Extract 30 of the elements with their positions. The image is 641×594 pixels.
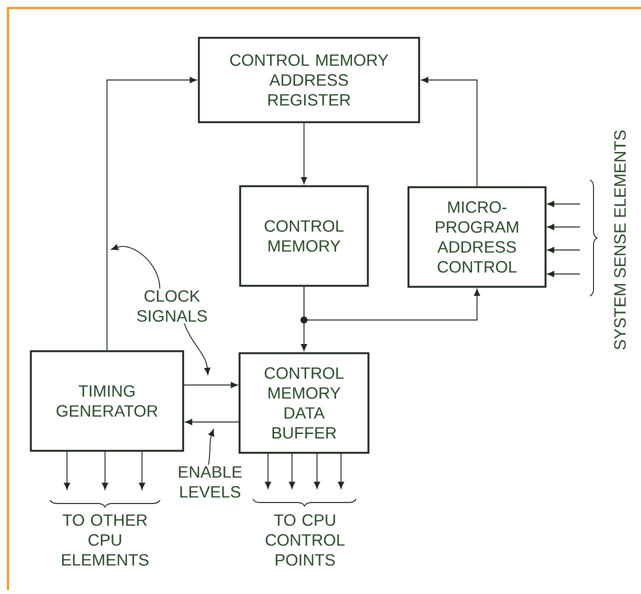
arrow xyxy=(184,382,238,388)
arrow xyxy=(338,452,344,489)
output-label: TO OTHER CPU ELEMENTS xyxy=(62,514,148,566)
block-box: CONTROL MEMORY ADDRESS REGISTER xyxy=(198,36,420,124)
arrow xyxy=(264,452,272,489)
block-box: TIMING GENERATOR xyxy=(30,350,184,452)
signal-label: ENABLE LEVELS xyxy=(178,466,242,498)
arrow xyxy=(288,452,296,489)
arrow xyxy=(314,452,320,489)
arrow xyxy=(304,286,480,320)
arrow xyxy=(300,122,308,184)
leader-line xyxy=(184,322,210,375)
block-box: CONTROL MEMORY xyxy=(239,185,369,287)
arrow xyxy=(547,270,580,278)
arrow xyxy=(547,224,580,230)
side-label: SYSTEM SENSE ELEMENTS xyxy=(614,130,626,350)
arrow xyxy=(547,200,580,208)
arrow xyxy=(185,418,240,426)
signal-label: CLOCK SIGNALS xyxy=(137,290,207,322)
arrow xyxy=(64,450,70,490)
arrow xyxy=(547,246,580,254)
block-box: CONTROL MEMORY DATA BUFFER xyxy=(238,352,370,454)
arrow xyxy=(102,450,108,490)
arrow xyxy=(106,76,197,351)
arrow xyxy=(138,450,146,490)
arrow xyxy=(421,76,478,187)
leader-line xyxy=(111,244,160,290)
output-label: TO CPU CONTROL POINTS xyxy=(266,514,345,566)
block-box: MICRO-PROGRAM ADDRESS CONTROL xyxy=(408,186,546,288)
leader-line xyxy=(208,429,214,466)
